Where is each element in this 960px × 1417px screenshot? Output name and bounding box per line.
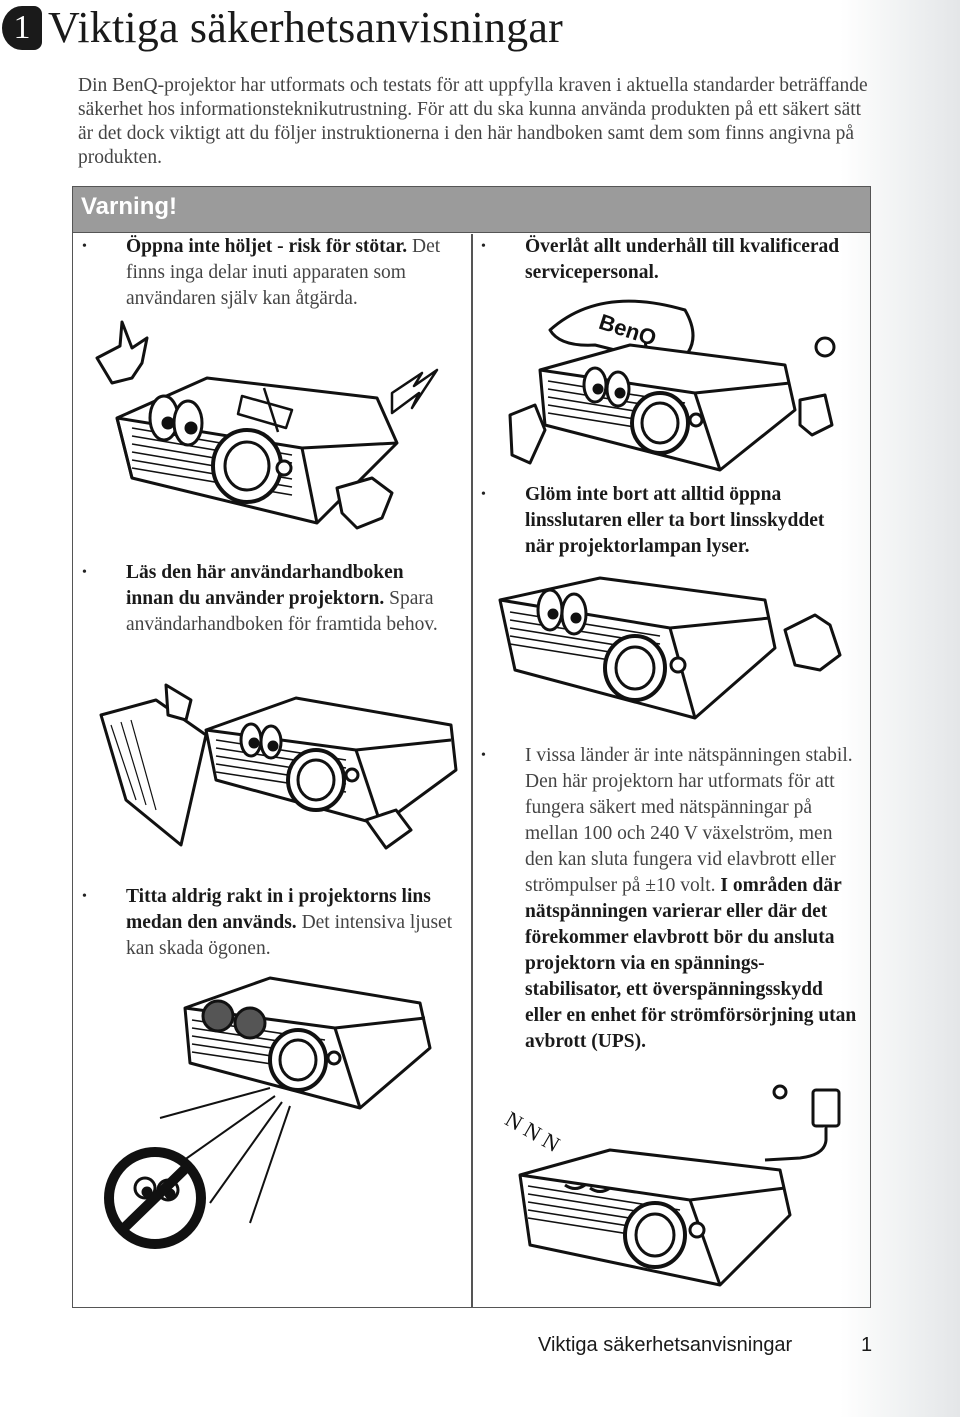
projector-shock-illustration [95, 320, 439, 530]
warning-header: Varning! [73, 187, 870, 233]
column-divider [471, 234, 473, 1307]
bullet: • [481, 239, 486, 254]
intro-paragraph: Din BenQ-projektor har utformats och tes… [78, 75, 868, 168]
warning-item-open-case: • Öppna inte höljet - risk för stötar. D… [82, 234, 456, 312]
background-texture [840, 0, 960, 1417]
projector-service-illustration: BenQ [508, 299, 836, 472]
warning-bold-text: Titta aldrig rakt in i projektorns lins … [126, 886, 431, 933]
projector-sunglasses-illustration [104, 976, 432, 1249]
warning-text: Spara användarhandboken för framtida beh… [126, 588, 438, 635]
warning-item-read-manual: • Läs den här användarhandboken innan du… [82, 560, 456, 638]
projector-lens-cap-illustration [498, 576, 842, 720]
warning-item-lens-cap: • Glöm inte bort att alltid öppna linssl… [481, 482, 855, 560]
warning-bold-text: Glöm inte bort att alltid öppna linsslut… [525, 484, 825, 557]
bullet: • [481, 748, 486, 763]
warning-bold-text: I områden där nätspänningen varierar ell… [525, 875, 857, 1052]
bullet: • [82, 889, 87, 904]
bullet: • [82, 565, 87, 580]
bullet: • [82, 239, 87, 254]
projector-reading-manual-illustration [99, 683, 458, 850]
warning-box: Varning! [72, 186, 871, 1308]
warning-bold-text: Överlåt allt underhåll till kvalificerad… [525, 236, 840, 283]
warning-bold-text: Öppna inte höljet - risk för stötar. [126, 236, 408, 257]
warning-item-service: • Överlåt allt underhåll till kvalificer… [481, 234, 855, 286]
warning-text: I vissa länder är inte nätspänningen sta… [525, 745, 853, 896]
footer-title: Viktiga säkerhetsanvisningar [538, 1334, 793, 1356]
warning-text: Det intensiva ljuset kan skada ögonen. [126, 912, 453, 959]
sleep-zzz: N N N [501, 1106, 564, 1157]
chapter-title: Viktiga säkerhetsanvisningar [48, 3, 563, 52]
page-number: 1 [861, 1334, 873, 1356]
warning-item-voltage: • I vissa länder är inte nätspänningen s… [481, 743, 860, 1055]
bullet: • [481, 487, 486, 502]
projector-ups-illustration: N N N [501, 1084, 841, 1287]
chapter-number-badge: 1 [2, 6, 42, 50]
warning-bold-text: Läs den här användarhandboken innan du a… [126, 562, 404, 609]
warning-item-dont-look: • Titta aldrig rakt in i projektorns lin… [82, 884, 456, 962]
warning-header-label: Varning! [81, 193, 178, 220]
warning-text: Det finns inga delar inuti apparaten som… [126, 236, 441, 309]
